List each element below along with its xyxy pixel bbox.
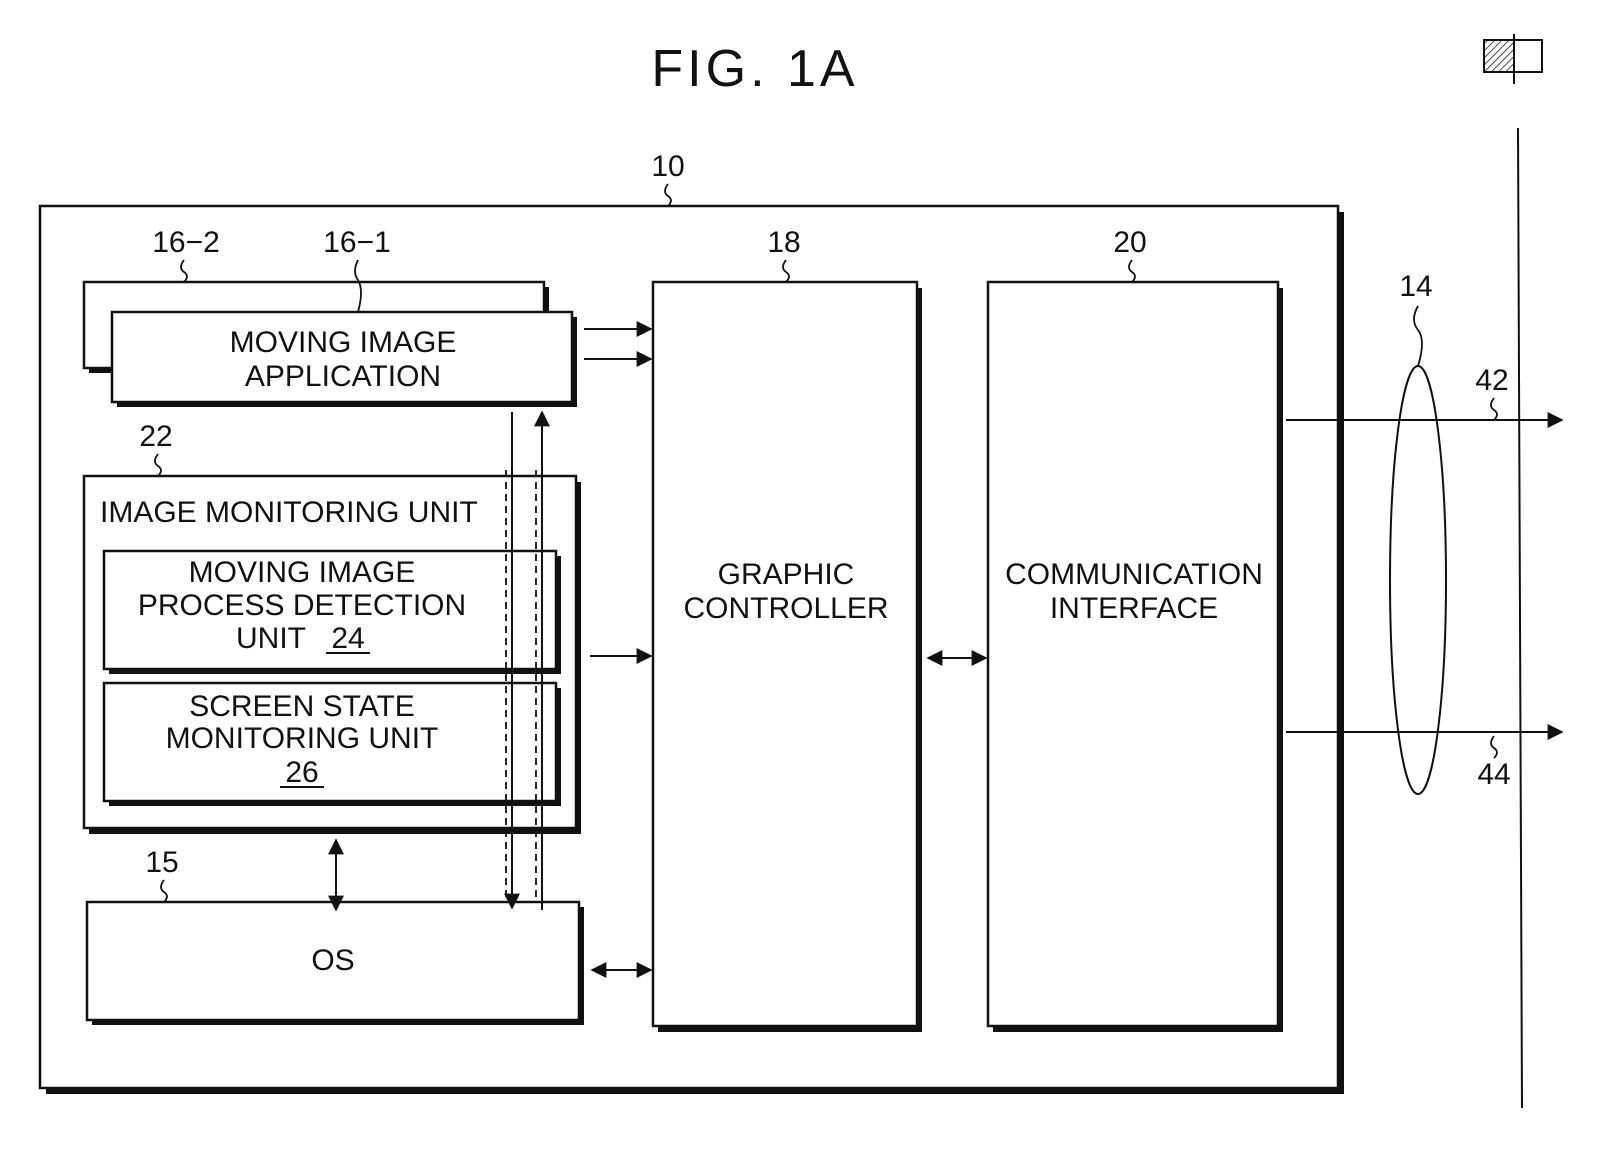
ref-line-bottom: 44 — [1477, 758, 1510, 791]
lead-bundle — [1414, 306, 1422, 366]
comm-box — [988, 282, 1283, 1032]
ref-app-front: 16−1 — [323, 226, 391, 259]
graphic-box — [653, 282, 922, 1032]
screen-label-line1: SCREEN STATE — [189, 690, 415, 723]
corner-mark-icon — [1484, 34, 1542, 84]
ref-system: 10 — [651, 150, 684, 183]
ref-monitor: 22 — [139, 420, 172, 453]
screen-label-line2: MONITORING UNIT — [166, 722, 439, 755]
graphic-label-line2: CONTROLLER — [683, 592, 888, 625]
monitor-title: IMAGE MONITORING UNIT — [100, 496, 478, 529]
app-label-line1: MOVING IMAGE — [230, 326, 457, 359]
ref-comm: 20 — [1113, 226, 1146, 259]
ref-bundle: 14 — [1399, 270, 1432, 303]
detect-number: 24 — [331, 622, 364, 655]
comm-label-line1: COMMUNICATION — [1005, 558, 1263, 591]
external-line — [1518, 128, 1522, 1108]
lead-system — [665, 184, 671, 206]
screen-number: 26 — [285, 756, 318, 789]
ref-app-back: 16−2 — [152, 226, 220, 259]
app-label-line2: APPLICATION — [245, 360, 441, 393]
ref-line-top: 42 — [1475, 364, 1508, 397]
os-label: OS — [311, 944, 354, 977]
ref-graphic: 18 — [767, 226, 800, 259]
detect-label-line2: PROCESS DETECTION — [138, 589, 466, 622]
lead-line-bottom — [1491, 736, 1497, 758]
lead-line-top — [1491, 398, 1497, 420]
figure-title: FIG. 1A — [651, 40, 858, 98]
ref-os: 15 — [145, 846, 178, 879]
detect-label-line1: MOVING IMAGE — [189, 556, 416, 589]
detect-label-line3: UNIT — [236, 622, 306, 655]
bundle-ellipse — [1390, 366, 1446, 794]
graphic-label-line1: GRAPHIC — [718, 558, 855, 591]
comm-label-line2: INTERFACE — [1050, 592, 1218, 625]
